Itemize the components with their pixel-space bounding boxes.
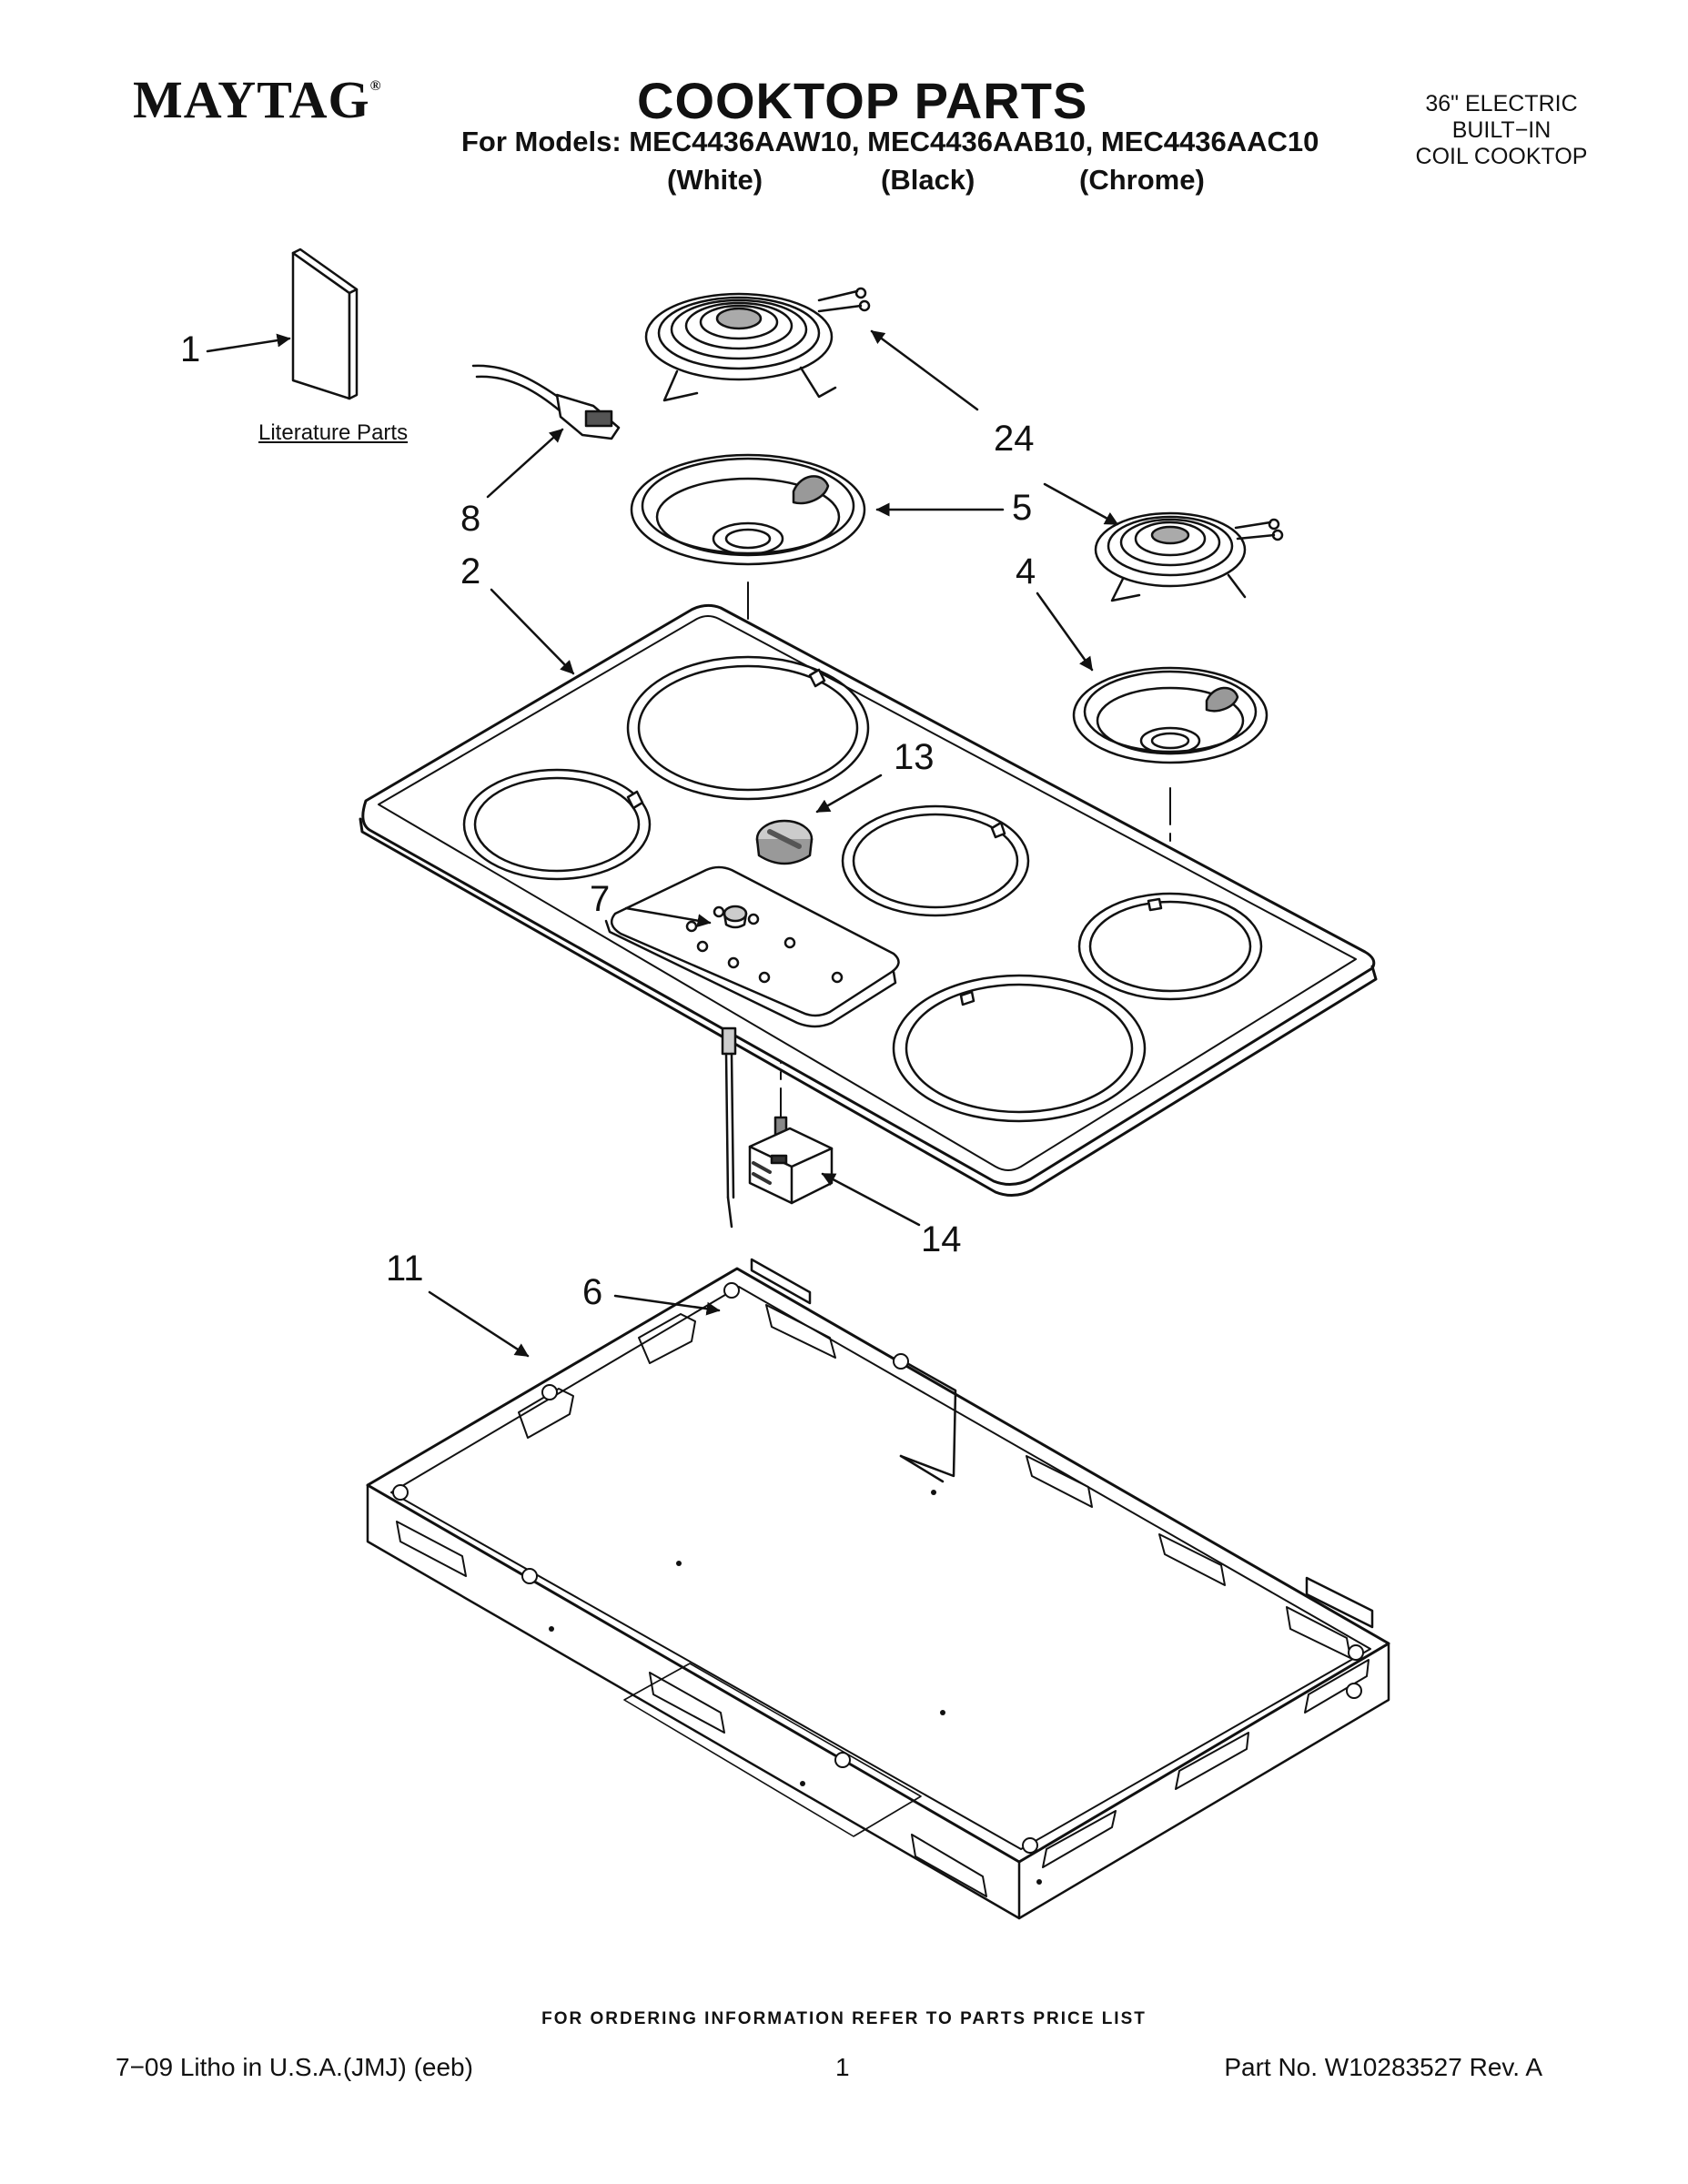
color-black: (Black) <box>881 164 975 196</box>
control-knob <box>755 819 814 865</box>
small-coil-element <box>1094 511 1284 602</box>
wire-harness <box>471 364 621 440</box>
infinite-switch <box>748 1116 834 1205</box>
callout-24: 24 <box>994 419 1035 459</box>
spec-line-2: BUILT−IN <box>1451 117 1552 143</box>
litho-info: 7−09 Litho in U.S.A.(JMJ) (eeb) <box>116 2053 473 2081</box>
callout-13: 13 <box>894 737 935 777</box>
spec-line-3: COIL COOKTOP <box>1415 144 1588 169</box>
part-number: Part No. W10283527 Rev. A <box>1224 2053 1542 2081</box>
callout-4: 4 <box>1016 551 1036 592</box>
callout-1: 1 <box>180 329 201 369</box>
indicator-light <box>723 905 748 929</box>
cooktop-glass <box>359 603 1378 1197</box>
page-title: COOKTOP PARTS <box>637 72 1088 129</box>
spec-line-1: 36" ELECTRIC <box>1425 91 1578 116</box>
color-white: (White) <box>667 164 763 196</box>
callout-5: 5 <box>1012 488 1033 528</box>
literature-parts-label: Literature Parts <box>258 420 409 445</box>
callout-7: 7 <box>590 879 611 919</box>
color-chrome: (Chrome) <box>1079 164 1205 196</box>
callout-6: 6 <box>582 1272 603 1312</box>
small-drip-bowl <box>1072 666 1269 764</box>
callout-8: 8 <box>460 499 481 539</box>
callout-2: 2 <box>460 551 481 592</box>
callout-11: 11 <box>386 1249 424 1289</box>
models-line: For Models: MEC4436AAW10, MEC4436AAB10, … <box>461 126 1319 157</box>
page-number: 1 <box>835 2053 850 2081</box>
large-drip-bowl <box>630 453 866 566</box>
callout-14: 14 <box>921 1219 962 1259</box>
brand-logo: MAYTAG® <box>133 70 382 129</box>
leader-arrows <box>206 329 1119 1358</box>
large-coil-element <box>644 287 871 402</box>
literature-booklet <box>291 248 359 400</box>
bottom-chassis-box <box>366 1258 1390 1920</box>
sensor-probe <box>721 1026 737 1228</box>
ordering-note: FOR ORDERING INFORMATION REFER TO PARTS … <box>541 2009 1147 2028</box>
